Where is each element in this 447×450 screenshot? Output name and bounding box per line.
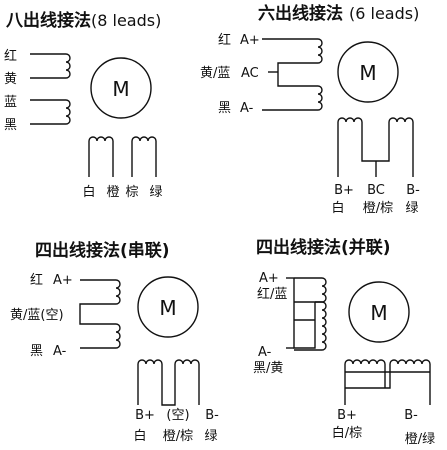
lead-label-b-minus-color: 绿 <box>204 429 217 444</box>
pin-b-plus: B+ <box>337 408 357 423</box>
pin-a-plus: A+ <box>240 33 260 48</box>
motor-symbol <box>90 57 152 119</box>
lead-label-green: 绿 <box>149 185 162 200</box>
motor-symbol <box>137 276 199 338</box>
panel-six-title: 六出线接法(6 leads) <box>258 3 419 24</box>
pin-a-minus: A- <box>240 101 254 116</box>
coil-b2 <box>131 136 157 177</box>
pin-b-minus: B- <box>404 408 418 423</box>
lead-label-orange: 橙 <box>106 185 119 200</box>
pin-b-plus: B+ <box>135 408 155 423</box>
lead-label-white: 白 <box>82 184 95 200</box>
series-link-label: (空) <box>166 408 189 423</box>
pin-b-plus: B+ <box>334 183 354 198</box>
motor-label: M <box>370 301 387 325</box>
lead-label-link-color: 橙/棕 <box>163 429 193 444</box>
lead-label-series-link: 黄/蓝(空) <box>10 308 64 323</box>
coil-b-parallel <box>344 359 386 405</box>
motor-symbol <box>348 281 410 343</box>
panel-four-series: 四出线接法(串联) 红 A+ 黄/蓝(空) 黑 A- M B+ (空) B- 白… <box>10 240 219 444</box>
pin-a-plus: A+ <box>53 273 73 288</box>
lead-label-yellow: 黄 <box>4 72 17 87</box>
lead-label-b-minus-color: 绿 <box>405 201 418 216</box>
lead-label-ac-color: 黄/蓝 <box>200 66 230 81</box>
lead-label-a-minus-color: 黑 <box>218 101 231 116</box>
lead-label-black: 黑 <box>4 118 17 133</box>
pin-a-plus: A+ <box>259 271 279 286</box>
motor-label: M <box>159 296 176 320</box>
coil-b1 <box>88 136 114 177</box>
lead-label-a-minus-color: 黑/黄 <box>253 361 283 376</box>
panel-eight-title: 八出线接法(8 leads) <box>6 10 161 31</box>
coil-a-series <box>79 279 121 349</box>
lead-label-blue: 蓝 <box>4 95 17 110</box>
lead-label-a-plus-color: 红 <box>30 272 43 288</box>
coil-b-series <box>137 359 200 406</box>
lead-label-brown: 棕 <box>125 185 138 200</box>
coil-a-center-tap <box>262 38 323 111</box>
pin-bc: BC <box>367 183 385 198</box>
panel-six-leads: 六出线接法(6 leads) 红 A+ 黄/蓝 AC 黑 A- M B+ BC … <box>200 3 420 216</box>
lead-label-red: 红 <box>4 48 17 64</box>
lead-label-a-plus-color: 红/蓝 <box>257 286 287 302</box>
lead-label-b-plus-color: 白 <box>331 200 344 216</box>
lead-label-a-minus-color: 黑 <box>30 344 43 359</box>
coil-a1 <box>30 53 71 79</box>
panel-four-parallel-title: 四出线接法(并联) <box>256 237 391 258</box>
panel-four-series-title: 四出线接法(串联) <box>35 240 170 261</box>
lead-label-b-minus-color: 橙/绿 <box>405 432 435 447</box>
pin-b-minus: B- <box>406 183 420 198</box>
pin-ac: AC <box>241 66 259 81</box>
lead-label-b-plus-color: 白 <box>133 428 146 444</box>
lead-label-a-plus-color: 红 <box>218 32 231 48</box>
panel-eight-leads: 八出线接法(8 leads) 红 黄 蓝 黑 M 白 橙 棕 绿 <box>4 10 163 200</box>
pin-b-minus: B- <box>205 408 219 423</box>
lead-label-bc-color: 橙/棕 <box>363 201 393 216</box>
coil-b-parallel-second <box>345 359 431 405</box>
coil-a-parallel-links <box>293 278 316 349</box>
lead-label-b-plus-color: 白/棕 <box>332 425 362 441</box>
coil-a2 <box>30 99 71 125</box>
motor-label: M <box>359 61 376 85</box>
pin-a-minus: A- <box>53 344 67 359</box>
panel-four-parallel: 四出线接法(并联) A+ 红/蓝 A- 黑/黄 M B+ B- 白/棕 橙/绿 <box>253 237 435 447</box>
motor-label: M <box>112 77 129 101</box>
coil-a-parallel-top <box>294 277 327 303</box>
pin-a-minus: A- <box>258 345 272 360</box>
motor-symbol <box>337 41 399 103</box>
coil-a-parallel-bottom <box>294 301 327 351</box>
